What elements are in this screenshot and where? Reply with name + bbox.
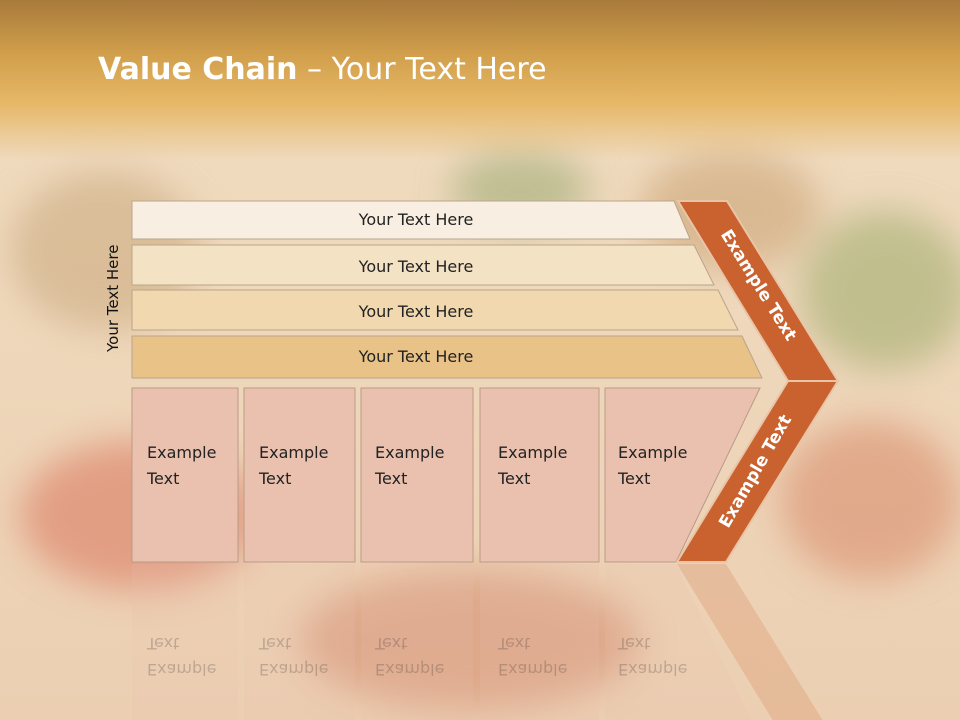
box-1-text-reflection: Example Text bbox=[147, 630, 216, 682]
box-4-text-reflection: Example Text bbox=[498, 630, 567, 682]
box-3-line2-reflection: Text bbox=[375, 634, 408, 653]
box-1: Example Text bbox=[147, 440, 216, 492]
row-3: Your Text Here bbox=[131, 289, 739, 331]
box-5-line2-reflection: Text bbox=[618, 634, 651, 653]
box-2-shape bbox=[243, 387, 356, 563]
box-5-line2: Text bbox=[618, 469, 651, 488]
row-2-label: Your Text Here bbox=[358, 257, 474, 276]
box-2-text-reflection: Example Text bbox=[259, 630, 328, 682]
row-1-shape bbox=[131, 200, 691, 240]
pizza-blob bbox=[300, 570, 640, 710]
box-2-line1-reflection: Example bbox=[259, 660, 329, 679]
row-2-shape bbox=[131, 244, 715, 286]
box-4-shape bbox=[479, 387, 600, 563]
box-5-line1-reflection: Example bbox=[618, 660, 688, 679]
row-4-shape bbox=[131, 335, 763, 379]
box-1-line1-reflection: Example bbox=[147, 660, 217, 679]
title-band bbox=[0, 0, 960, 160]
box-1-line2: Text bbox=[147, 469, 180, 488]
box-2-reflection bbox=[244, 564, 355, 720]
box-1-line2-reflection: Text bbox=[147, 634, 180, 653]
row-3-label: Your Text Here bbox=[358, 302, 474, 321]
arrow-lower-shape bbox=[675, 380, 840, 563]
row-2: Your Text Here bbox=[131, 244, 715, 286]
box-1-shape bbox=[131, 387, 239, 563]
title-rest: – Your Text Here bbox=[297, 52, 547, 87]
box-3-line1: Example bbox=[375, 443, 445, 462]
box-2: Example Text bbox=[259, 440, 328, 492]
row-1: Your Text Here bbox=[131, 200, 691, 240]
box-5: Example Text bbox=[618, 440, 687, 492]
box-4-line1-reflection: Example bbox=[498, 660, 568, 679]
box-2-line1: Example bbox=[259, 443, 329, 462]
row-1-label: Your Text Here bbox=[358, 210, 474, 229]
box-2-line2-reflection: Text bbox=[259, 634, 292, 653]
slide-title: Value Chain – Your Text Here bbox=[98, 52, 547, 87]
box-1-line1: Example bbox=[147, 443, 217, 462]
title-bold: Value Chain bbox=[98, 52, 298, 87]
box-3-shape bbox=[360, 387, 474, 563]
row-4-label: Your Text Here bbox=[358, 347, 474, 366]
box-5-line1: Example bbox=[618, 443, 688, 462]
diagram-reflection bbox=[132, 564, 823, 720]
box-4-line2-reflection: Text bbox=[498, 634, 531, 653]
box-3-line1-reflection: Example bbox=[375, 660, 445, 679]
box-4-line1: Example bbox=[498, 443, 568, 462]
box-4: Example Text bbox=[498, 440, 567, 492]
arrow-lower-reflection bbox=[677, 564, 823, 720]
row-4: Your Text Here bbox=[131, 335, 763, 379]
box-4-reflection bbox=[480, 564, 599, 720]
pizza-blob bbox=[780, 420, 960, 580]
box-3-line2: Text bbox=[375, 469, 408, 488]
box-3-reflection bbox=[361, 564, 473, 720]
box-3: Example Text bbox=[375, 440, 444, 492]
box-3-text-reflection: Example Text bbox=[375, 630, 444, 682]
row-3-shape bbox=[131, 289, 739, 331]
box-4-line2: Text bbox=[498, 469, 531, 488]
pizza-blob bbox=[800, 210, 960, 370]
box-2-line2: Text bbox=[259, 469, 292, 488]
box-5-reflection bbox=[605, 564, 752, 720]
box-1-reflection bbox=[132, 564, 238, 720]
box-5-text-reflection: Example Text bbox=[618, 630, 687, 682]
